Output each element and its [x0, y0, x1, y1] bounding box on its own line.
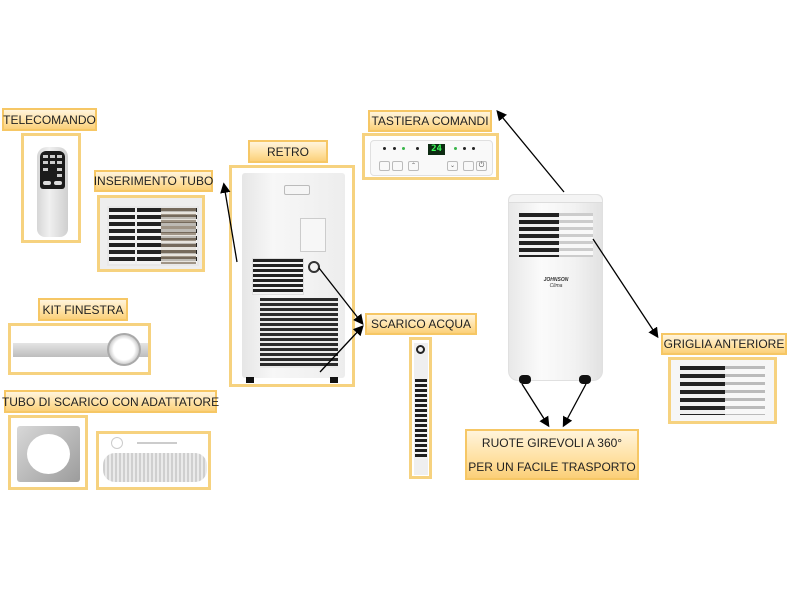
label-ruote-line2: PER UN FACILE TRASPORTO — [468, 459, 636, 474]
label-ruote-line1: RUOTE GIREVOLI A 360° — [481, 435, 623, 450]
temperature-display: 24 — [428, 144, 445, 155]
arrow-ruota-left — [521, 383, 550, 428]
label-telecomando: TELECOMANDO — [2, 108, 97, 131]
temperature-value: 24 — [431, 144, 442, 154]
label-tastiera-comandi-text: TASTIERA COMANDI — [371, 114, 489, 128]
control-panel-image-frame: 24 ⌃ ⌄ ⏻ — [362, 133, 499, 180]
hose-adapter-image — [17, 426, 80, 482]
adapter-image-frame — [8, 415, 88, 490]
back-rear-grille — [260, 298, 338, 368]
label-tubo-scarico-text: TUBO DI SCARICO CON ADATTATORE — [1, 394, 220, 409]
up-button: ⌃ — [408, 161, 419, 171]
exhaust-hose-image-frame — [96, 431, 211, 490]
indicator-led — [383, 147, 386, 150]
brand-logo: JOHNSON Clima — [539, 277, 573, 289]
mode-button — [379, 161, 390, 171]
water-drain-side-image — [414, 343, 428, 475]
label-scarico-acqua-text: SCARICO ACQUA — [370, 317, 472, 331]
back-panel — [300, 218, 326, 252]
label-griglia-anteriore-text: GRIGLIA ANTERIORE — [663, 337, 785, 351]
water-drain-image-frame — [409, 337, 432, 479]
front-unit-image: JOHNSON Clima — [508, 194, 603, 384]
exhaust-hose-image — [103, 453, 207, 482]
label-inserimento-tubo: INSERIMENTO TUBO — [94, 170, 213, 192]
power-button: ⏻ — [476, 161, 487, 171]
hose-length-indicator — [137, 442, 177, 444]
indicator-led — [472, 147, 475, 150]
caster-wheel — [519, 375, 531, 384]
label-kit-finestra-text: KIT FINESTRA — [42, 302, 124, 317]
caster-wheel — [579, 375, 591, 384]
remote-image-frame — [21, 133, 81, 243]
front-grille — [519, 213, 593, 257]
label-retro: RETRO — [248, 140, 328, 163]
label-telecomando-text: TELECOMANDO — [3, 112, 96, 127]
window-kit-image-frame — [8, 323, 151, 375]
back-handle — [284, 185, 310, 195]
hose-inlet-image-frame — [97, 195, 205, 272]
indicator-led — [454, 147, 457, 150]
drain-plug-icon — [416, 345, 425, 354]
label-inserimento-tubo-text: INSERIMENTO TUBO — [93, 174, 214, 188]
back-unit-image — [242, 173, 345, 383]
label-kit-finestra: KIT FINESTRA — [38, 298, 128, 321]
front-grille-closeup-image — [680, 366, 765, 415]
down-button: ⌄ — [447, 161, 458, 171]
indicator-led — [402, 147, 405, 150]
speed-button — [392, 161, 403, 171]
arrow-tastiera — [496, 109, 565, 193]
window-kit-hose-port — [107, 333, 141, 366]
label-tastiera-comandi: TASTIERA COMANDI — [368, 110, 492, 132]
label-tubo-scarico: TUBO DI SCARICO CON ADATTATORE — [1, 390, 220, 413]
label-ruote-girevoli: RUOTE GIREVOLI A 360° PER UN FACILE TRAS… — [465, 429, 639, 480]
hose-inlet-grille-image — [107, 206, 199, 266]
front-grille-image-frame — [668, 357, 777, 424]
drain-plug — [308, 261, 320, 273]
brand-name: JOHNSON — [543, 277, 569, 283]
arrow-ruota-right — [562, 383, 587, 428]
remote-keypad — [40, 151, 65, 189]
indicator-led — [416, 147, 419, 150]
label-scarico-acqua: SCARICO ACQUA — [365, 313, 477, 335]
model-name: Clima — [549, 283, 563, 289]
label-griglia-anteriore: GRIGLIA ANTERIORE — [661, 333, 787, 355]
indicator-led — [463, 147, 466, 150]
back-hose-inlet — [252, 258, 304, 295]
label-retro-text: RETRO — [267, 144, 309, 159]
control-panel-image: 24 ⌃ ⌄ ⏻ — [370, 140, 493, 176]
remote-control-image — [37, 147, 68, 237]
back-view-image-frame — [229, 165, 355, 387]
indicator-led — [393, 147, 396, 150]
timer-button — [463, 161, 474, 171]
